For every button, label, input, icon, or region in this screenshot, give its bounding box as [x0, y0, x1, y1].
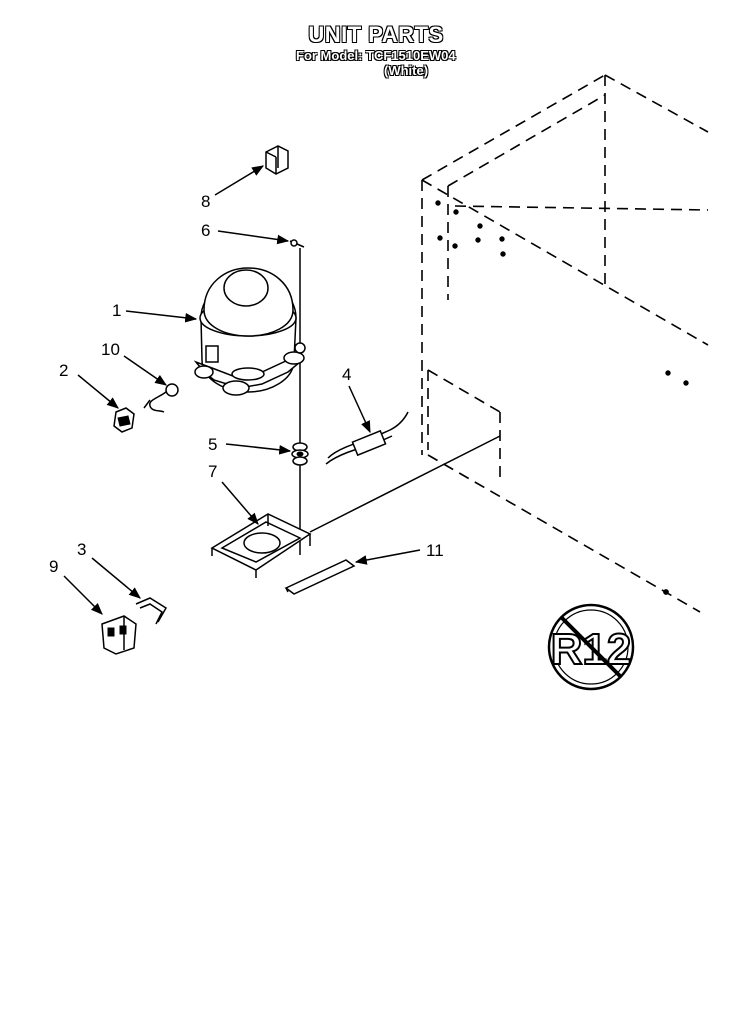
callout-6: 6: [201, 221, 210, 240]
part-7-base-plate: [210, 435, 501, 578]
part-6-screw: [289, 239, 305, 248]
callout-2: 2: [59, 361, 68, 380]
color-label: (White): [384, 63, 429, 78]
part-10-overload: [143, 383, 179, 413]
callout-3: 3: [77, 540, 86, 559]
refrigerant-badge: R12: [547, 603, 635, 691]
callout-4: 4: [342, 365, 351, 384]
callout-8: 8: [201, 192, 210, 211]
part-3-clip: [135, 597, 168, 625]
part-9-terminal-cover: [101, 615, 137, 655]
leader-lines: [63, 165, 421, 615]
part-2-clip: [113, 407, 135, 433]
page-title: UNIT PARTS: [308, 22, 444, 47]
callout-11: 11: [426, 541, 444, 560]
callout-10: 10: [101, 340, 120, 359]
part-8-relay: [265, 145, 289, 175]
callout-5: 5: [208, 435, 217, 454]
part-1-compressor: [193, 267, 306, 396]
callout-9: 9: [49, 557, 58, 576]
callout-1: 1: [112, 301, 121, 320]
part-4-drier: [325, 411, 409, 465]
cabinet-outline: [421, 74, 709, 613]
part-5-grommet: [291, 442, 309, 466]
part-11-bracket: [284, 559, 356, 595]
model-number: For Model: TCF1510EW04: [296, 48, 456, 63]
callout-7: 7: [208, 462, 217, 481]
